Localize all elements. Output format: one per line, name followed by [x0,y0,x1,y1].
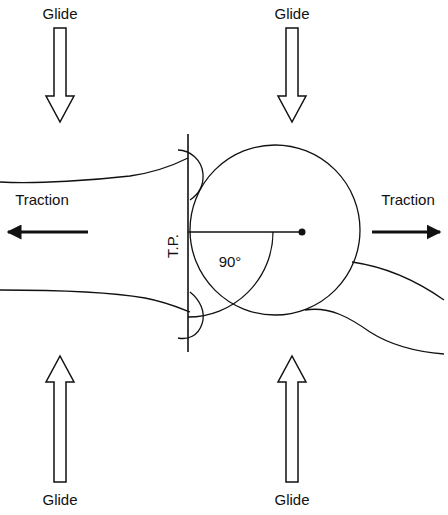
glide-label: Glide [42,492,77,509]
convex-bone [190,145,444,354]
angle-arc [188,232,273,317]
glide-arrows [46,28,306,482]
bone-head [190,145,360,315]
glide-arrow [278,356,306,482]
traction-label: Traction [381,192,435,209]
glide-label: Glide [42,6,77,23]
traction-label: Traction [15,192,69,209]
bone-outline [0,290,190,312]
bone-outline [0,158,188,183]
glide-arrow [278,28,306,122]
traction-arrows [8,231,440,234]
traction-arrow [8,231,88,234]
plane-label: T.P. [165,234,182,258]
glide-arrow [46,28,74,122]
traction-arrow [372,231,440,234]
glide-label: Glide [274,6,309,23]
bone-lip [178,292,203,338]
bone-neck [305,309,444,354]
center-dot [299,229,306,236]
radius-line [188,231,302,232]
angle-label: 90° [219,254,242,271]
bone-neck [352,262,444,300]
treatment-plane [187,134,189,352]
glide-label: Glide [274,492,309,509]
concave-bone [0,150,203,338]
glide-arrow [46,356,74,482]
